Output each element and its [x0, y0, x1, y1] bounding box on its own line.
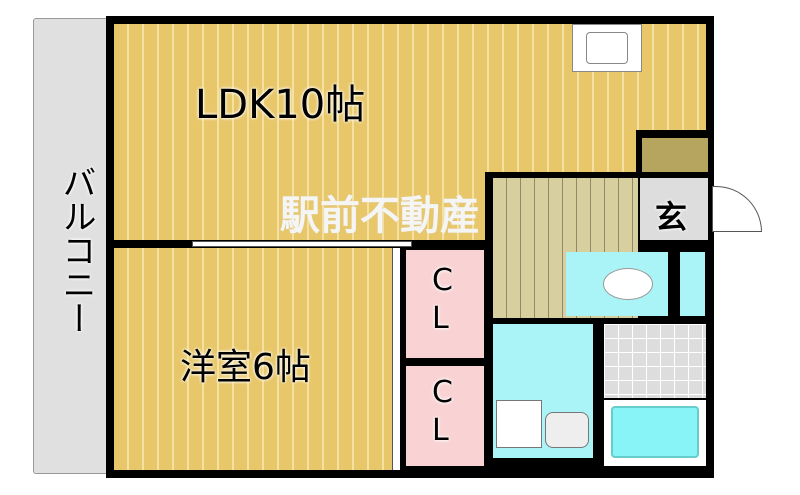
bathroom-floor	[604, 324, 706, 398]
entry-door[interactable]	[712, 186, 762, 232]
bathtub-icon	[611, 406, 699, 458]
wash-basin-icon	[545, 412, 589, 448]
wall	[392, 248, 400, 470]
partition-wall	[114, 240, 194, 248]
shoe-storage	[642, 138, 708, 172]
western-room	[114, 248, 392, 470]
western-room-label: 洋室6帖	[180, 347, 311, 388]
closet-1-label: CL	[432, 263, 453, 336]
sink-basin	[586, 32, 628, 64]
closet-2-label: CL	[432, 375, 453, 448]
entrance	[640, 178, 708, 240]
toilet-bowl-icon	[603, 268, 653, 300]
entrance-label: 玄	[655, 198, 688, 236]
closet-1	[406, 250, 484, 358]
watermark: 駅前不動産	[280, 193, 480, 239]
toilet-storage	[680, 252, 705, 316]
washing-machine-icon	[496, 400, 542, 448]
closet-2	[406, 366, 484, 466]
sliding-door[interactable]	[192, 241, 412, 247]
ldk-label: LDK10帖	[195, 82, 366, 128]
balcony	[33, 18, 113, 474]
balcony-label: バルコニー	[56, 165, 96, 335]
